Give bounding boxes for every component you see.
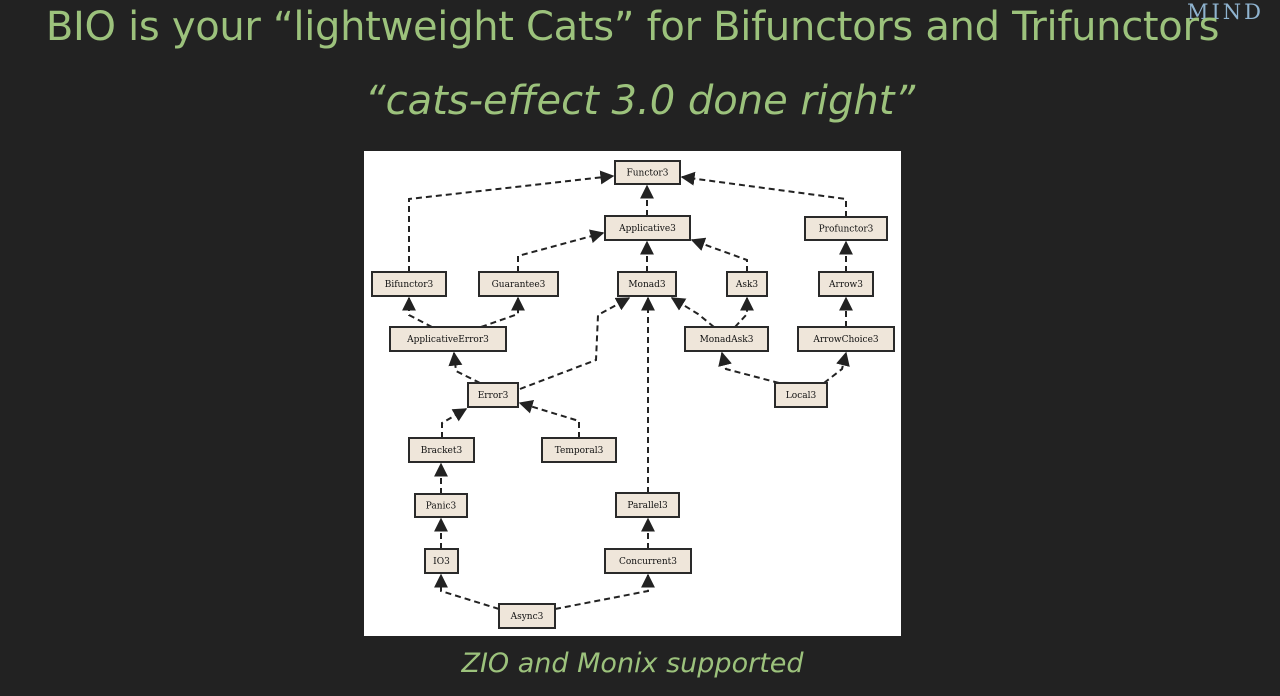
node-label: Ask3: [735, 280, 759, 290]
node-label: MonadAsk3: [700, 335, 754, 345]
edge-monad-ask-3-to-ask-3: [734, 296, 754, 328]
node-box: [478, 271, 559, 297]
mind-logo: MIND: [1186, 0, 1264, 24]
node-label: Local3: [786, 391, 817, 401]
node-box: [604, 548, 692, 574]
node-box: [498, 603, 556, 629]
node-box: [818, 271, 874, 297]
node-io-3: IO3: [424, 548, 459, 574]
node-label: Concurrent3: [619, 557, 677, 567]
node-label: Parallel3: [627, 501, 668, 511]
node-box: [541, 437, 617, 463]
edge-applicative-error-3-to-bifunctor-3: [402, 296, 433, 328]
node-local-3: Local3: [774, 382, 828, 408]
node-box: [389, 326, 507, 352]
node-functor-3: Functor3: [614, 160, 681, 185]
node-label: Monad3: [628, 280, 666, 290]
node-label: Temporal3: [555, 446, 604, 456]
node-label: IO3: [433, 557, 450, 567]
node-box: [604, 215, 691, 241]
node-label: Error3: [478, 391, 509, 401]
node-label: ArrowChoice3: [812, 335, 879, 345]
node-parallel-3: Parallel3: [615, 492, 680, 518]
edge-error-3-to-applicative-error-3: [448, 351, 481, 384]
edge-async-3-to-io-3: [434, 573, 500, 610]
node-ask-3: Ask3: [726, 271, 768, 297]
node-monad-3: Monad3: [617, 271, 677, 297]
node-panic-3: Panic3: [414, 493, 468, 518]
node-label: ApplicativeError3: [406, 335, 489, 345]
node-arrow-choice-3: ArrowChoice3: [797, 326, 895, 352]
edge-local-3-to-arrow-choice-3: [823, 351, 850, 384]
node-box: [408, 437, 475, 463]
edges-layer: [402, 170, 853, 610]
node-label: Profunctor3: [819, 225, 874, 235]
node-async-3: Async3: [498, 603, 556, 629]
node-box: [726, 271, 768, 297]
node-box: [615, 492, 680, 518]
node-box: [774, 382, 828, 408]
node-box: [414, 493, 468, 518]
node-applicative-3: Applicative3: [604, 215, 691, 241]
edge-bifunctor-3-to-functor-3: [408, 170, 615, 272]
node-label: Applicative3: [618, 224, 676, 234]
node-box: [467, 382, 519, 408]
edge-bracket-3-to-error-3: [441, 408, 468, 438]
node-box: [424, 548, 459, 574]
node-label: Guarantee3: [492, 280, 546, 290]
node-bracket-3: Bracket3: [408, 437, 475, 463]
slide-title: BIO is your “lightweight Cats” for Bifun…: [45, 4, 1220, 50]
footer-caption: ZIO and Monix supported: [461, 648, 804, 679]
node-profunctor-3: Profunctor3: [804, 216, 888, 241]
node-box: [684, 326, 769, 352]
edge-ask-3-to-applicative-3: [690, 237, 748, 272]
edge-applicative-error-3-to-guarantee-3: [480, 296, 525, 328]
node-label: Bifunctor3: [385, 280, 434, 290]
node-bifunctor-3: Bifunctor3: [371, 271, 447, 297]
edge-local-3-to-monad-ask-3: [718, 351, 780, 384]
node-label: Arrow3: [828, 280, 863, 290]
edge-async-3-to-concurrent-3: [554, 573, 655, 610]
node-label: Panic3: [426, 502, 457, 512]
edge-temporal-3-to-error-3: [518, 399, 580, 438]
node-label: Functor3: [627, 169, 669, 179]
node-box: [371, 271, 447, 297]
node-error-3: Error3: [467, 382, 519, 408]
node-box: [614, 160, 681, 185]
edge-guarantee-3-to-applicative-3: [517, 229, 605, 272]
node-guarantee-3: Guarantee3: [478, 271, 559, 297]
node-concurrent-3: Concurrent3: [604, 548, 692, 574]
node-box: [804, 216, 888, 241]
edge-monad-ask-3-to-monad-3: [670, 297, 715, 328]
node-temporal-3: Temporal3: [541, 437, 617, 463]
node-label: Async3: [510, 612, 544, 622]
node-monad-ask-3: MonadAsk3: [684, 326, 769, 352]
edge-error-3-to-monad-3: [519, 297, 631, 390]
node-box: [617, 271, 677, 297]
edge-profunctor-3-to-functor-3: [680, 171, 847, 217]
slide-subtitle: “cats-effect 3.0 done right”: [364, 78, 916, 124]
node-arrow-3: Arrow3: [818, 271, 874, 297]
node-applicative-error-3: ApplicativeError3: [389, 326, 507, 352]
node-label: Bracket3: [421, 446, 463, 456]
node-box: [797, 326, 895, 352]
